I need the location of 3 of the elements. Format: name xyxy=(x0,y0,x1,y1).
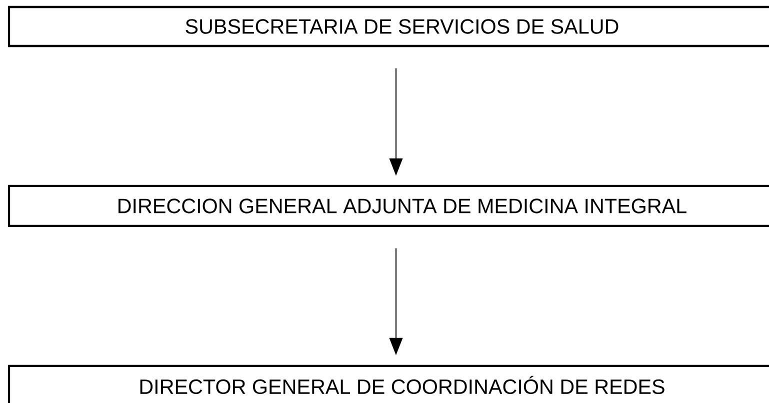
title-box: SUBSECRETARIA DE SERVICIOS DE SALUD xyxy=(8,6,769,48)
title-box: DIRECCION GENERAL ADJUNTA DE MEDICINA INTEGRAL xyxy=(8,184,769,228)
title-box: DIRECTOR GENERAL DE COORDINACIÓN DE REDES xyxy=(8,364,769,403)
